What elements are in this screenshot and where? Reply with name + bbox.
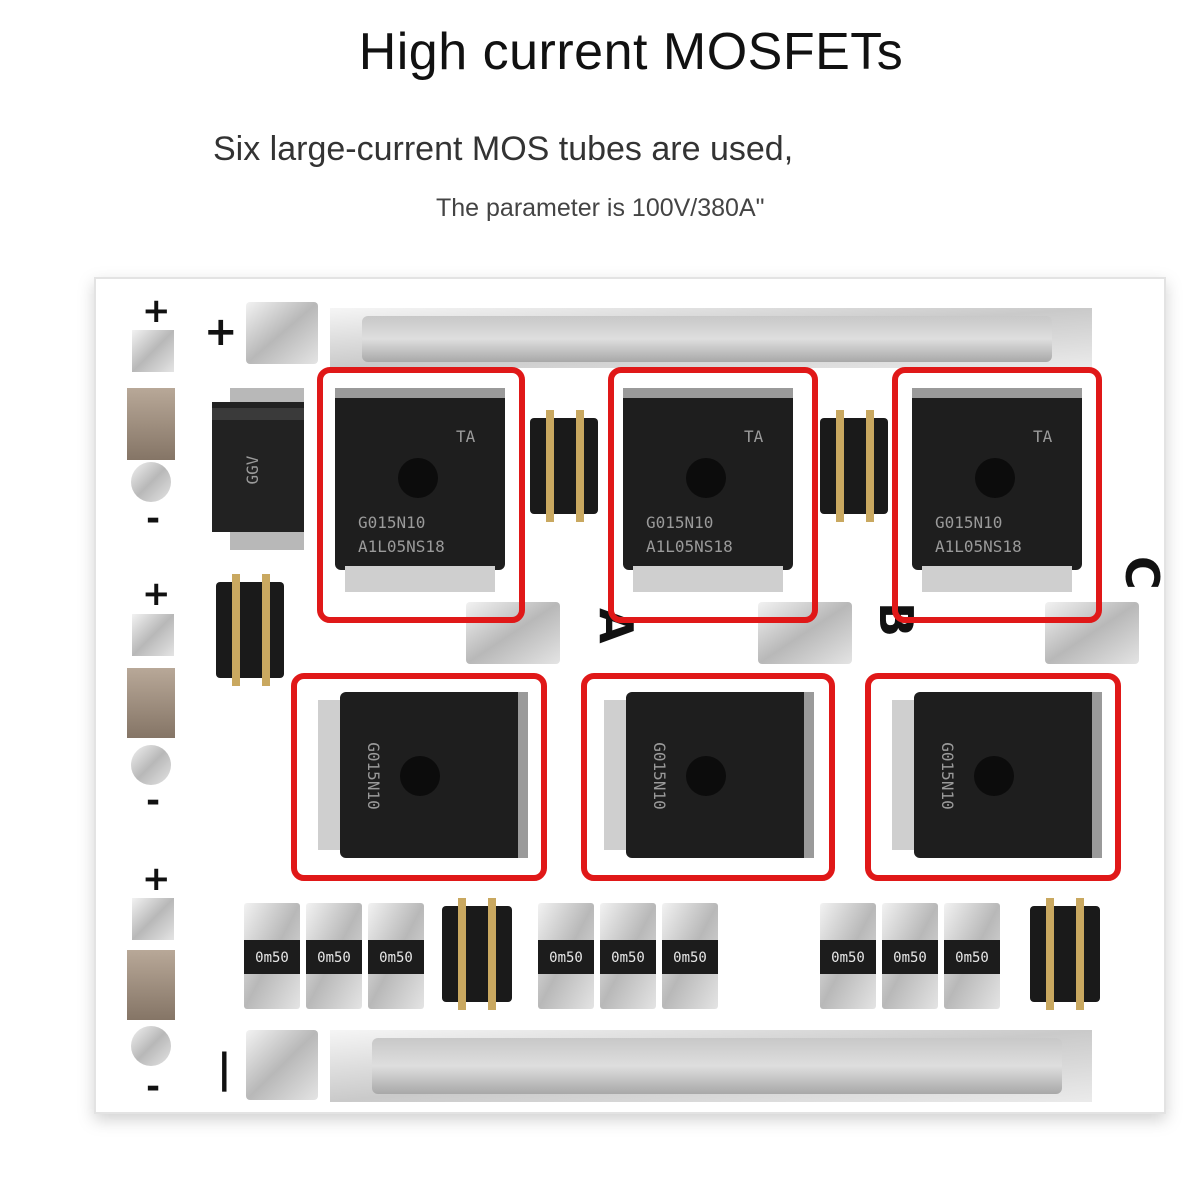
terminal-plus-3: + [142, 859, 171, 899]
shunt-7: 0m50 [820, 903, 876, 1009]
diode: GGV [212, 388, 304, 550]
terminal-minus-3: - [146, 1067, 160, 1107]
shunt-2: 0m50 [306, 903, 362, 1009]
shunt-8: 0m50 [882, 903, 938, 1009]
highlight-top-2 [608, 367, 818, 623]
mosfet-top-2: TA G015N10 A1L05NS18 [623, 388, 793, 592]
shunt-4-label: 0m50 [549, 950, 583, 966]
left-terminal-pads [127, 302, 318, 1100]
highlight-top-1 [317, 367, 525, 623]
diode-marking: GGV [243, 455, 262, 484]
shunt-resistors: 0m50 0m50 0m50 0m50 0m50 0m50 0m50 0m50 … [244, 903, 1000, 1009]
mosfet-bottom-1-marking: G015N10 [364, 742, 383, 809]
subtitle-line-1: Six large-current MOS tubes are used, [213, 130, 794, 168]
mosfet-top-2-brand: TA [744, 427, 764, 446]
header-pins [232, 410, 1084, 1010]
terminal-minus-1: - [146, 499, 160, 539]
mosfet-top-2-marking: G015N10 [646, 513, 713, 532]
shunt-6-label: 0m50 [673, 950, 707, 966]
mosfet-top-3: TA G015N10 A1L05NS18 [912, 388, 1082, 592]
shunt-2-label: 0m50 [317, 950, 351, 966]
page-title: High current MOSFETs [358, 23, 904, 81]
mosfet-bottom-1: G015N10 [318, 692, 528, 858]
mosfet-bottom-2-marking: G015N10 [650, 742, 669, 809]
shunt-1-label: 0m50 [255, 950, 289, 966]
bus-minus-mark: | [217, 1046, 232, 1093]
shunt-4: 0m50 [538, 903, 594, 1009]
terminal-plus-1: + [142, 291, 171, 331]
shunt-9: 0m50 [944, 903, 1000, 1009]
mosfet-top-2-lot: A1L05NS18 [646, 537, 733, 556]
bus-plus-mark: + [204, 309, 238, 355]
phase-label-c: C [1115, 556, 1169, 590]
shunt-7-label: 0m50 [831, 950, 865, 966]
shunt-5: 0m50 [600, 903, 656, 1009]
mosfet-top-3-brand: TA [1033, 427, 1053, 446]
shunt-5-label: 0m50 [611, 950, 645, 966]
highlight-bottom-2 [581, 673, 835, 881]
mosfet-top-1: TA G015N10 A1L05NS18 [335, 388, 505, 592]
mosfet-bottom-3: G015N10 [892, 692, 1102, 858]
mosfet-bottom-3-marking: G015N10 [938, 742, 957, 809]
highlight-bottom-1 [291, 673, 547, 881]
terminal-marks: + - + - + - + | [142, 291, 238, 1107]
mosfet-top-1-lot: A1L05NS18 [358, 537, 445, 556]
mosfet-highlights [291, 367, 1121, 881]
shunt-3-label: 0m50 [379, 950, 413, 966]
subtitle-line-2: The parameter is 100V/380A" [436, 194, 765, 222]
mosfet-bottom-2: G015N10 [604, 692, 814, 858]
shunt-6: 0m50 [662, 903, 718, 1009]
mosfet-top-1-marking: G015N10 [358, 513, 425, 532]
bottom-bus-bar [330, 1030, 1092, 1102]
highlight-bottom-3 [865, 673, 1121, 881]
terminal-minus-2: - [146, 781, 160, 821]
phase-label-a: A [589, 608, 643, 644]
mosfet-top-1-brand: TA [456, 427, 476, 446]
shunt-9-label: 0m50 [955, 950, 989, 966]
shunt-3: 0m50 [368, 903, 424, 1009]
terminal-plus-2: + [142, 574, 171, 614]
mosfet-top-3-lot: A1L05NS18 [935, 537, 1022, 556]
top-bus-bar [330, 308, 1092, 368]
shunt-8-label: 0m50 [893, 950, 927, 966]
mosfet-top-3-marking: G015N10 [935, 513, 1002, 532]
phase-labels: A B C [589, 556, 1169, 644]
highlight-top-3 [892, 367, 1102, 623]
shunt-1: 0m50 [244, 903, 300, 1009]
